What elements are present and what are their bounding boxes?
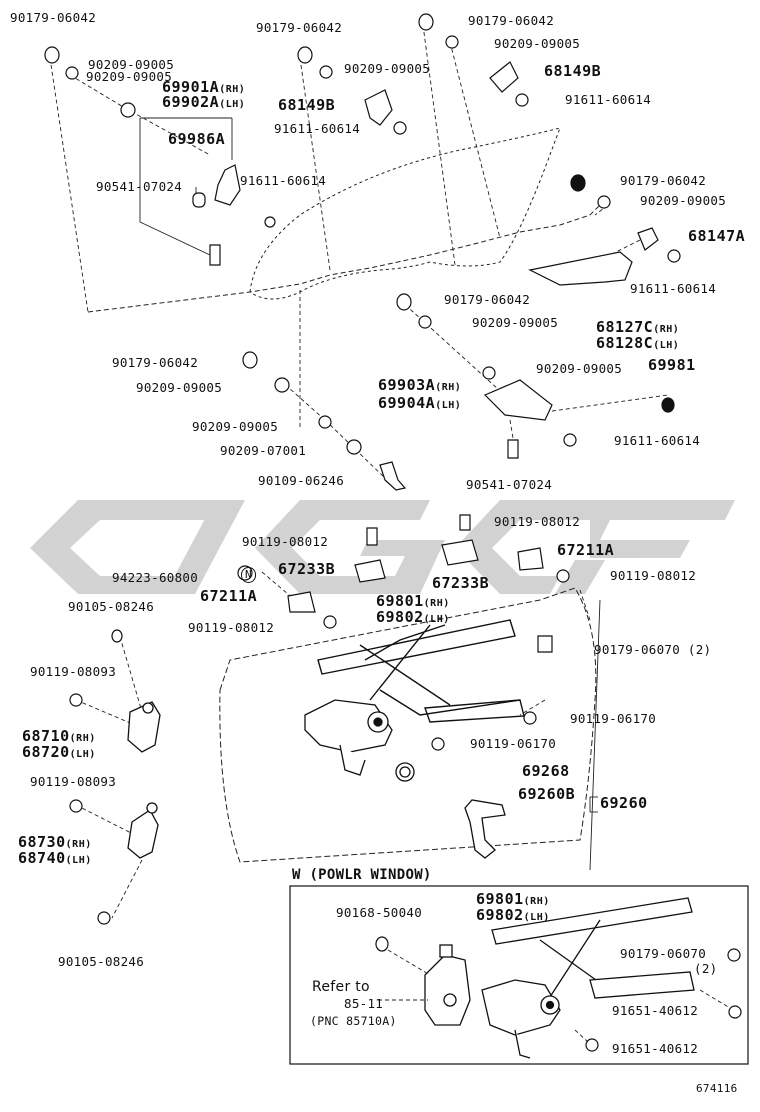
callout-68147a: 68147A bbox=[688, 227, 746, 245]
callout-69260b: 69260B bbox=[518, 785, 576, 803]
watermark-logo bbox=[30, 500, 735, 594]
callout-90209-09005-top-right: 90209-09005 bbox=[494, 36, 581, 51]
callout-91611-60614-middle: 91611-60614 bbox=[614, 433, 701, 448]
glass-panel bbox=[249, 127, 561, 300]
leader-lines-solid bbox=[139, 117, 598, 813]
inset-callout-91651-40612-a: 91651-40612 bbox=[612, 1003, 699, 1018]
callout-69904a: 69904A(LH) bbox=[378, 394, 462, 412]
glass-outline bbox=[87, 204, 601, 313]
callout-67211a-right: 67211A bbox=[557, 541, 615, 559]
callout-90119-08093-a: 90119-08093 bbox=[30, 664, 117, 679]
inset-callout-91651-40612-b: 91651-40612 bbox=[612, 1041, 699, 1056]
callout-69903a: 69903A(RH) bbox=[378, 376, 462, 394]
callout-90119-08012-c: 90119-08012 bbox=[610, 568, 697, 583]
callout-90209-09005-right-2: 90209-09005 bbox=[640, 193, 727, 208]
window-guide-lower bbox=[127, 802, 159, 859]
inset-box bbox=[289, 885, 749, 1065]
callout-90179-06042-top-center: 90179-06042 bbox=[256, 20, 343, 35]
callout-n-mark: N bbox=[241, 567, 256, 583]
callout-69260: 69260 bbox=[600, 794, 648, 812]
callout-68740: 68740(LH) bbox=[18, 849, 92, 867]
callout-91611-60614-left: 91611-60614 bbox=[240, 173, 327, 188]
callout-68128c: 68128C(LH) bbox=[596, 334, 680, 352]
leader-lines bbox=[49, 24, 669, 919]
callout-69802: 69802(LH) bbox=[376, 608, 450, 626]
inset-refer-pnc: (PNC 85710A) bbox=[310, 1014, 397, 1028]
callout-90109-06246: 90109-06246 bbox=[258, 473, 345, 488]
regulator-arm bbox=[317, 619, 525, 723]
callout-90209-07001: 90209-07001 bbox=[220, 443, 307, 458]
callout-90105-08246-bottom: 90105-08246 bbox=[58, 954, 145, 969]
callout-90179-06042-top-right: 90179-06042 bbox=[468, 13, 555, 28]
callout-69981: 69981 bbox=[648, 356, 696, 374]
callout-90209-09005-top-left-2: 90209-09005 bbox=[86, 69, 173, 84]
inset-refer-85-11: 85-11 bbox=[344, 996, 384, 1011]
callout-69801: 69801(RH) bbox=[376, 592, 450, 610]
callout-91611-60614-right-2: 91611-60614 bbox=[630, 281, 717, 296]
figure-number: 674116 bbox=[696, 1082, 738, 1095]
handle-clip bbox=[395, 762, 415, 782]
callout-90209-09005-top-center: 90209-09005 bbox=[344, 61, 431, 76]
inset-callout-90179-06070-qty: (2) bbox=[694, 961, 718, 976]
callout-90119-08012-a: 90119-08012 bbox=[494, 514, 581, 529]
callout-69986a: 69986A bbox=[168, 130, 226, 148]
door-panel-outline bbox=[219, 587, 597, 863]
callout-69901a: 69901A(RH) bbox=[162, 78, 246, 96]
callout-90179-06042-middle-left: 90179-06042 bbox=[112, 355, 199, 370]
regulator-gear bbox=[304, 699, 393, 776]
callout-68720: 68720(LH) bbox=[22, 743, 96, 761]
small-parts bbox=[44, 13, 681, 925]
callout-68127c: 68127C(RH) bbox=[596, 318, 680, 336]
callout-94223-60800: 94223-60800 bbox=[112, 570, 199, 585]
callout-69268: 69268 bbox=[522, 762, 570, 780]
callout-90541-07024-middle: 90541-07024 bbox=[466, 477, 553, 492]
callout-90179-06070: 90179-06070 (2) bbox=[594, 642, 712, 657]
inset-callout-90168-50040: 90168-50040 bbox=[336, 905, 423, 920]
callout-91611-60614-center: 91611-60614 bbox=[274, 121, 361, 136]
callout-90209-09005-middle-2: 90209-09005 bbox=[536, 361, 623, 376]
callout-68149b-right: 68149B bbox=[544, 62, 602, 80]
callout-90209-09005-middle: 90209-09005 bbox=[472, 315, 559, 330]
callout-90179-06042-right-2: 90179-06042 bbox=[620, 173, 707, 188]
callout-90105-08246-top: 90105-08246 bbox=[68, 599, 155, 614]
callout-68149b-center: 68149B bbox=[278, 96, 336, 114]
callout-90119-08012-d: 90119-08012 bbox=[188, 620, 275, 635]
inset-regulator bbox=[481, 897, 695, 1059]
callout-90119-08012-b: 90119-08012 bbox=[242, 534, 329, 549]
callout-67211a-left: 67211A bbox=[200, 587, 258, 605]
callout-67233b-left: 67233B bbox=[278, 560, 336, 578]
inset-refer-to: Refer to bbox=[312, 979, 370, 995]
callout-68730: 68730(RH) bbox=[18, 833, 92, 851]
callout-90209-09005-middle-left-2: 90209-09005 bbox=[192, 419, 279, 434]
inset-callout-69802: 69802(LH) bbox=[476, 906, 550, 924]
inset-small-parts bbox=[375, 936, 742, 1052]
inset-callout-90179-06070: 90179-06070 bbox=[620, 946, 707, 961]
callout-90209-09005-middle-left: 90209-09005 bbox=[136, 380, 223, 395]
inset-title: W (POWLR WINDOW) bbox=[292, 867, 432, 883]
callout-90209-09005-top-left-1: 90209-09005 bbox=[88, 57, 175, 72]
callout-90541-07024-left: 90541-07024 bbox=[96, 179, 183, 194]
callout-68710: 68710(RH) bbox=[22, 727, 96, 745]
callout-69902a: 69902A(LH) bbox=[162, 93, 246, 111]
window-handle bbox=[464, 799, 506, 859]
callout-90119-08093-b: 90119-08093 bbox=[30, 774, 117, 789]
callout-91611-60614-right: 91611-60614 bbox=[565, 92, 652, 107]
inset-leaders bbox=[378, 949, 731, 1043]
inset-callout-69801: 69801(RH) bbox=[476, 890, 550, 908]
callout-90179-06042-top-left: 90179-06042 bbox=[10, 10, 97, 25]
window-guide-upper bbox=[127, 701, 161, 753]
callout-90179-06042-middle: 90179-06042 bbox=[444, 292, 531, 307]
callout-90119-06170-b: 90119-06170 bbox=[470, 736, 557, 751]
callout-90119-06170-a: 90119-06170 bbox=[570, 711, 657, 726]
callout-67233b-center: 67233B bbox=[432, 574, 490, 592]
inset-motor bbox=[424, 944, 471, 1026]
